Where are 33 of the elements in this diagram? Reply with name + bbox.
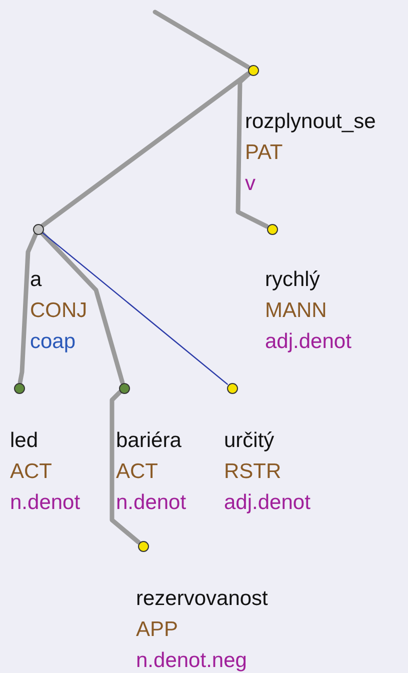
functor-label: MANN — [265, 298, 327, 324]
tree-node-circle — [248, 64, 258, 76]
tree-edge — [110, 390, 141, 544]
tree-edge — [40, 231, 125, 384]
tree-node-circle — [138, 540, 148, 552]
type-label: adj.denot — [265, 329, 352, 355]
type-label: n.denot.neg — [136, 648, 247, 673]
lemma-label: určitý — [224, 428, 274, 454]
type-label: adj.denot — [224, 490, 310, 516]
tree-edge — [18, 232, 38, 384]
lemma-label: rezervovanost — [136, 586, 268, 612]
functor-label: ACT — [10, 459, 52, 485]
tree-node-circle — [32, 224, 44, 234]
type-label: coap — [30, 329, 76, 355]
type-label: v — [245, 171, 256, 197]
tree-edge — [42, 232, 228, 385]
functor-label: CONJ — [30, 298, 88, 324]
tree-edge — [152, 10, 250, 70]
functor-label: PAT — [245, 140, 283, 166]
functor-label: ACT — [116, 459, 158, 485]
lemma-label: led — [10, 428, 38, 454]
tree-node-circle — [226, 382, 238, 394]
functor-label: RSTR — [224, 459, 282, 485]
functor-label: APP — [136, 617, 178, 643]
type-label: n.denot — [116, 490, 186, 516]
tree-node-circle — [118, 382, 130, 394]
lemma-label: rozplynout_se — [245, 109, 376, 135]
tree-node-circle — [266, 224, 278, 234]
type-label: n.denot — [10, 490, 80, 516]
lemma-label: bariéra — [116, 428, 182, 454]
lemma-label: rychlý — [265, 267, 320, 293]
lemma-label: a — [30, 267, 42, 293]
tree-node-circle — [14, 382, 24, 394]
